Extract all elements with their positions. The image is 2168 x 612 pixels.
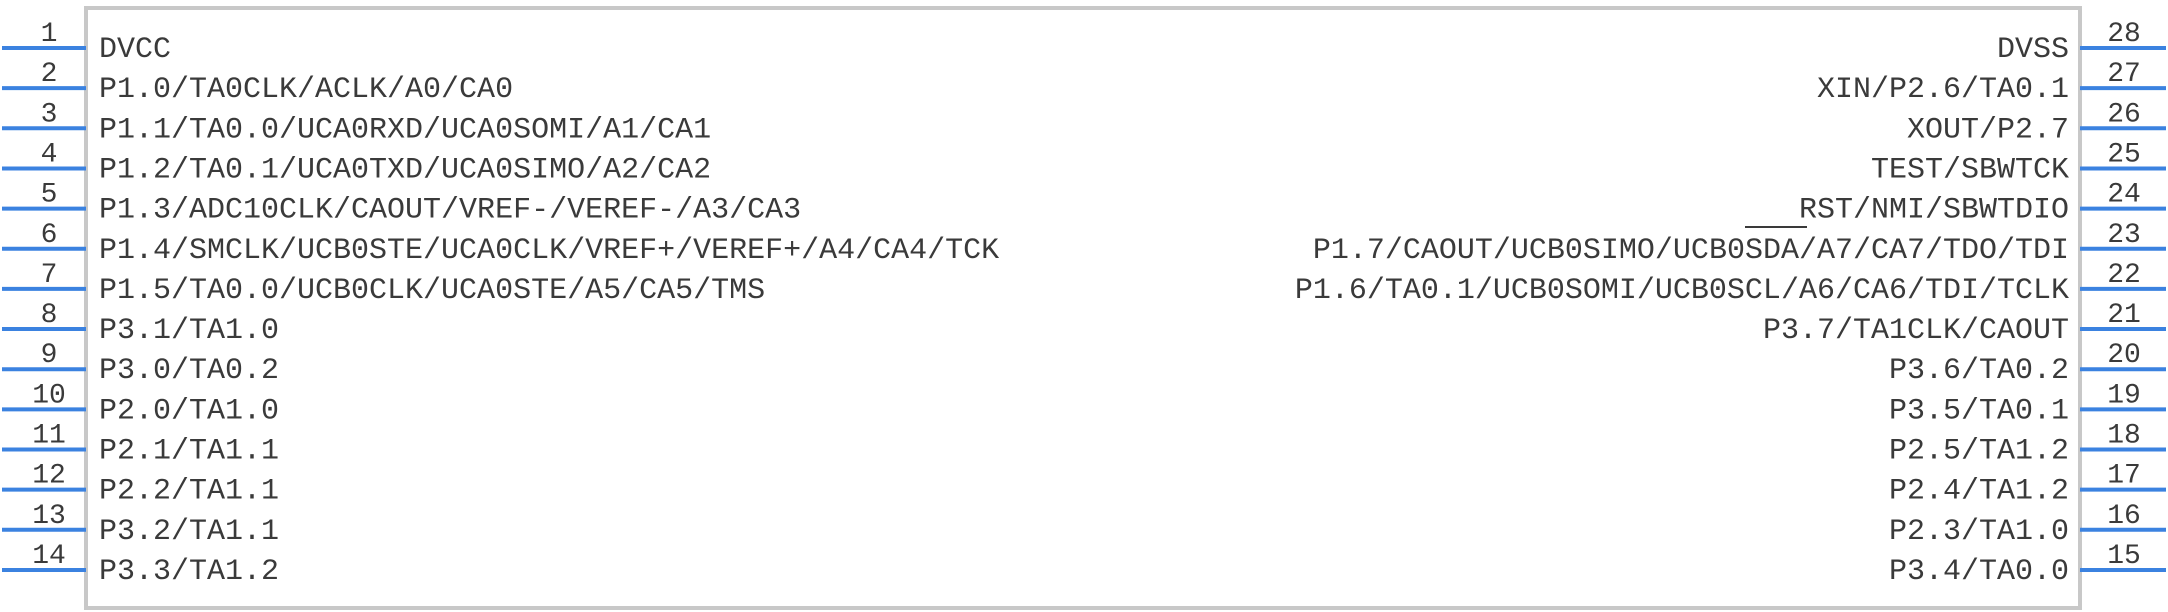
pin-label: RST/NMI/SBWTDIO [1799, 194, 2069, 228]
pin-label: P2.3/TA1.0 [1889, 515, 2069, 549]
pin-label: XOUT/P2.7 [1907, 113, 2069, 147]
pin-number: 17 [2107, 461, 2141, 492]
pin-number: 8 [41, 300, 58, 331]
pin-label: P2.5/TA1.2 [1889, 435, 2069, 469]
pin-number: 22 [2107, 260, 2141, 291]
pin-number: 20 [2107, 340, 2141, 371]
pin-number: 5 [41, 180, 58, 211]
pin-number: 19 [2107, 380, 2141, 411]
pin-label: DVSS [1997, 33, 2069, 67]
pin-label: P1.3/ADC10CLK/CAOUT/VREF-/VEREF-/A3/CA3 [99, 194, 801, 228]
pin-number: 3 [41, 99, 58, 130]
pin-label: P3.0/TA0.2 [99, 354, 279, 388]
ic-body-outline [84, 6, 2082, 610]
left-pin-group: 1 DVCC 2 P1.0/TA0CLK/ACLK/A0/CA0 3 P1.1/TA0.0… [2, 19, 999, 589]
pin-number: 15 [2107, 541, 2141, 572]
pin-label: P1.4/SMCLK/UCB0STE/UCA0CLK/VREF+/VEREF+/… [99, 234, 999, 268]
pin-number: 16 [2107, 501, 2141, 532]
pin-number: 23 [2107, 220, 2141, 251]
pin-number: 26 [2107, 99, 2141, 130]
pin-label: P3.3/TA1.2 [99, 555, 279, 589]
pin-label: P1.5/TA0.0/UCB0CLK/UCA0STE/A5/CA5/TMS [99, 274, 765, 308]
pin-label: XIN/P2.6/TA0.1 [1817, 73, 2069, 107]
pin-number: 28 [2107, 19, 2141, 50]
pin-number: 14 [32, 541, 66, 572]
pin-number: 9 [41, 340, 58, 371]
pin-number: 11 [32, 421, 66, 452]
pin-label: P2.4/TA1.2 [1889, 475, 2069, 509]
pin-number: 13 [32, 501, 66, 532]
pin-number: 10 [32, 380, 66, 411]
pin-number: 25 [2107, 139, 2141, 170]
pin-label: P3.7/TA1CLK/CAOUT [1763, 314, 2069, 348]
pin-label: P3.2/TA1.1 [99, 515, 279, 549]
pin-label: P3.5/TA0.1 [1889, 394, 2069, 428]
right-pin-group: 28 DVSS 27 XIN/P2.6/TA0.1 26 XOUT/P2.7 25 TEST/… [1295, 19, 2166, 589]
pin-number: 24 [2107, 180, 2141, 211]
pin-number: 6 [41, 220, 58, 251]
pin-label: P1.1/TA0.0/UCA0RXD/UCA0SOMI/A1/CA1 [99, 113, 711, 147]
pin-number: 18 [2107, 421, 2141, 452]
pin-number: 1 [41, 19, 58, 50]
pin-label: P1.0/TA0CLK/ACLK/A0/CA0 [99, 73, 513, 107]
pin-label: P1.7/CAOUT/UCB0SIMO/UCB0SDA/A7/CA7/TDO/T… [1313, 234, 2069, 268]
pin-label: DVCC [99, 33, 171, 67]
pin-label: P2.1/TA1.1 [99, 435, 279, 469]
pin-label: P3.1/TA1.0 [99, 314, 279, 348]
pin-label: P2.2/TA1.1 [99, 475, 279, 509]
pin-label: P3.4/TA0.0 [1889, 555, 2069, 589]
pin-number: 4 [41, 139, 58, 170]
pin-label: P2.0/TA1.0 [99, 394, 279, 428]
pin-number: 2 [41, 59, 58, 90]
pin-number: 12 [32, 461, 66, 492]
pin-label: TEST/SBWTCK [1871, 153, 2069, 187]
pin-number: 21 [2107, 300, 2141, 331]
pin-label: P1.6/TA0.1/UCB0SOMI/UCB0SCL/A6/CA6/TDI/T… [1295, 274, 2069, 308]
pin-number: 27 [2107, 59, 2141, 90]
pin-number: 7 [41, 260, 58, 291]
pin-label: P1.2/TA0.1/UCA0TXD/UCA0SIMO/A2/CA2 [99, 153, 711, 187]
pin-label: P3.6/TA0.2 [1889, 354, 2069, 388]
